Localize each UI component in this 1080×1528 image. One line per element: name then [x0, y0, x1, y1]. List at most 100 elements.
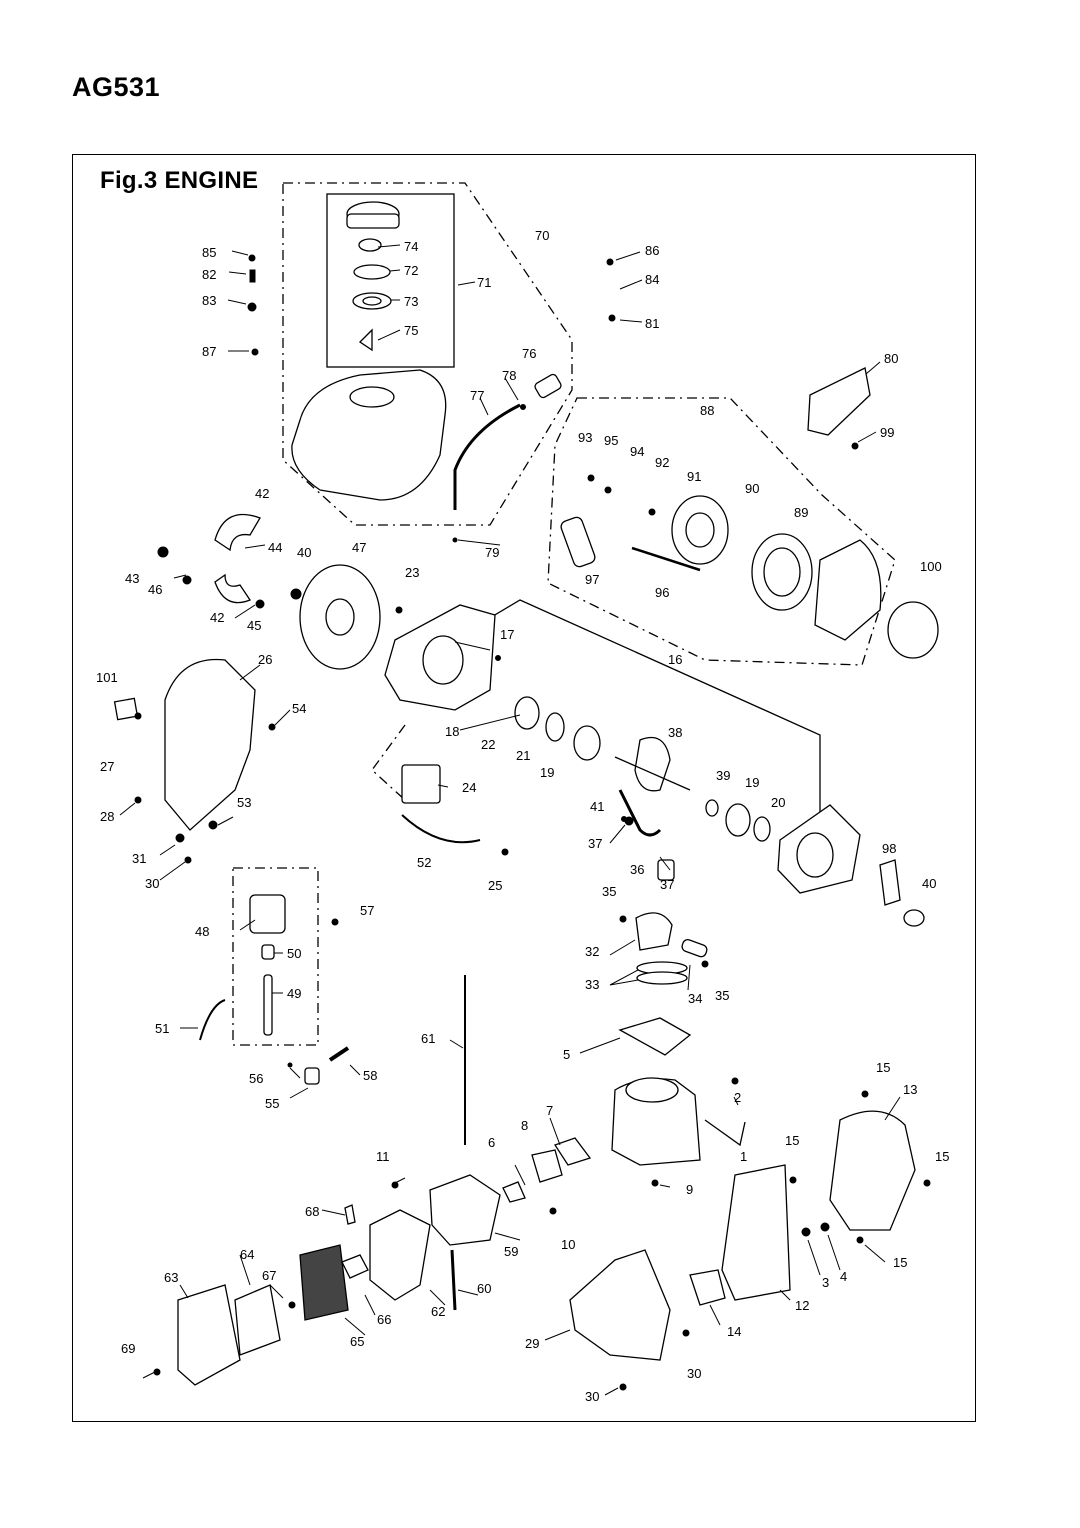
callout-65: 65	[350, 1334, 365, 1349]
crankshaft-icon	[614, 736, 691, 792]
group-16-bracket	[477, 599, 821, 830]
callout-53: 53	[237, 795, 252, 810]
callout-25: 25	[488, 878, 503, 893]
callout-69: 69	[121, 1341, 136, 1356]
clutch-shoe-icon	[214, 513, 261, 552]
callout-15-right: 15	[935, 1149, 950, 1164]
callout-63: 63	[164, 1270, 179, 1285]
model-title: AG531	[72, 72, 161, 102]
callout-1: 1	[740, 1149, 748, 1164]
callout-66: 66	[377, 1312, 392, 1327]
callout-97: 97	[585, 572, 600, 587]
callout-98: 98	[882, 841, 897, 856]
callout-41: 41	[590, 799, 605, 814]
callout-17: 17	[500, 627, 515, 642]
callout-73: 73	[404, 294, 419, 309]
callout-86: 86	[645, 243, 660, 258]
callout-28: 28	[100, 809, 115, 824]
callout-61: 61	[421, 1031, 436, 1046]
callout-32: 32	[585, 944, 600, 959]
spark-wire-icon	[401, 814, 481, 844]
callout-16: 16	[668, 652, 683, 667]
fuel-hose-icon	[453, 403, 521, 510]
callout-42-top: 42	[255, 486, 270, 501]
callout-27: 27	[100, 759, 115, 774]
callout-48: 48	[195, 924, 210, 939]
callout-85: 85	[202, 245, 217, 260]
ignition-coil-24-icon	[401, 764, 441, 804]
callout-88: 88	[700, 403, 715, 418]
callout-70: 70	[535, 228, 550, 243]
callout-12: 12	[795, 1298, 810, 1313]
callout-55: 55	[265, 1096, 280, 1111]
callout-77: 77	[470, 388, 485, 403]
callout-40-right: 40	[922, 876, 937, 891]
cylinder-gasket-icon	[618, 1017, 692, 1056]
callout-3: 3	[822, 1275, 830, 1290]
callout-54: 54	[292, 701, 307, 716]
callout-15-mid: 15	[785, 1133, 800, 1148]
callout-95: 95	[604, 433, 619, 448]
callout-33: 33	[585, 977, 600, 992]
carburetor-icon	[429, 1174, 501, 1246]
callout-18: 18	[445, 724, 460, 739]
callout-49: 49	[287, 986, 302, 1001]
callout-42-bottom: 42	[210, 610, 225, 625]
piston-icon	[635, 912, 673, 951]
callout-30-upper: 30	[145, 876, 160, 891]
bearing-19b-icon	[725, 803, 751, 837]
callout-58: 58	[363, 1068, 378, 1083]
callout-56: 56	[249, 1071, 264, 1086]
callout-23: 23	[405, 565, 420, 580]
callout-100: 100	[920, 559, 942, 574]
callout-37-left: 37	[588, 836, 603, 851]
callout-44: 44	[268, 540, 283, 555]
callout-13: 13	[903, 1082, 918, 1097]
callout-9: 9	[686, 1182, 694, 1197]
callout-15-top: 15	[876, 1060, 891, 1075]
callout-92: 92	[655, 455, 670, 470]
callout-74: 74	[404, 239, 419, 254]
callout-76: 76	[522, 346, 537, 361]
ignition-module-icon	[249, 894, 286, 934]
callout-43: 43	[125, 571, 140, 586]
callout-38: 38	[668, 725, 683, 740]
gasket-100-icon	[887, 601, 939, 659]
heat-shield-icon	[569, 1249, 671, 1361]
callout-8: 8	[521, 1118, 529, 1133]
callout-35-bottom: 35	[715, 988, 730, 1003]
callout-79: 79	[485, 545, 500, 560]
callout-20: 20	[771, 795, 786, 810]
callout-83: 83	[202, 293, 217, 308]
callout-10: 10	[561, 1237, 576, 1252]
callout-89: 89	[794, 505, 809, 520]
callout-52: 52	[417, 855, 432, 870]
callout-81: 81	[645, 316, 660, 331]
ignition-group-outline	[232, 867, 319, 1046]
callout-19-left: 19	[540, 765, 555, 780]
insulator-icon	[531, 1149, 563, 1183]
callout-21: 21	[516, 748, 531, 763]
fuel-cap-subgroup	[326, 193, 455, 368]
callout-57: 57	[360, 903, 375, 918]
callout-84: 84	[645, 272, 660, 287]
callout-51: 51	[155, 1021, 170, 1036]
fan-cover-icon	[164, 658, 256, 831]
callout-72: 72	[404, 263, 419, 278]
callout-67: 67	[262, 1268, 277, 1283]
callout-99: 99	[880, 425, 895, 440]
muffler-icon	[721, 1164, 791, 1301]
callout-82: 82	[202, 267, 217, 282]
callout-93: 93	[578, 430, 593, 445]
filter-element-icon	[299, 1244, 349, 1321]
callout-19-right: 19	[745, 775, 760, 790]
callout-15-bottom: 15	[893, 1255, 908, 1270]
starter-case-icon	[814, 539, 882, 641]
muffler-cover-icon	[829, 1110, 916, 1231]
callout-31: 31	[132, 851, 147, 866]
callout-75: 75	[404, 323, 419, 338]
diagram-frame	[72, 154, 976, 1422]
crankcase-dashed-link	[371, 724, 406, 801]
fuel-tank-group-outline	[282, 182, 573, 526]
